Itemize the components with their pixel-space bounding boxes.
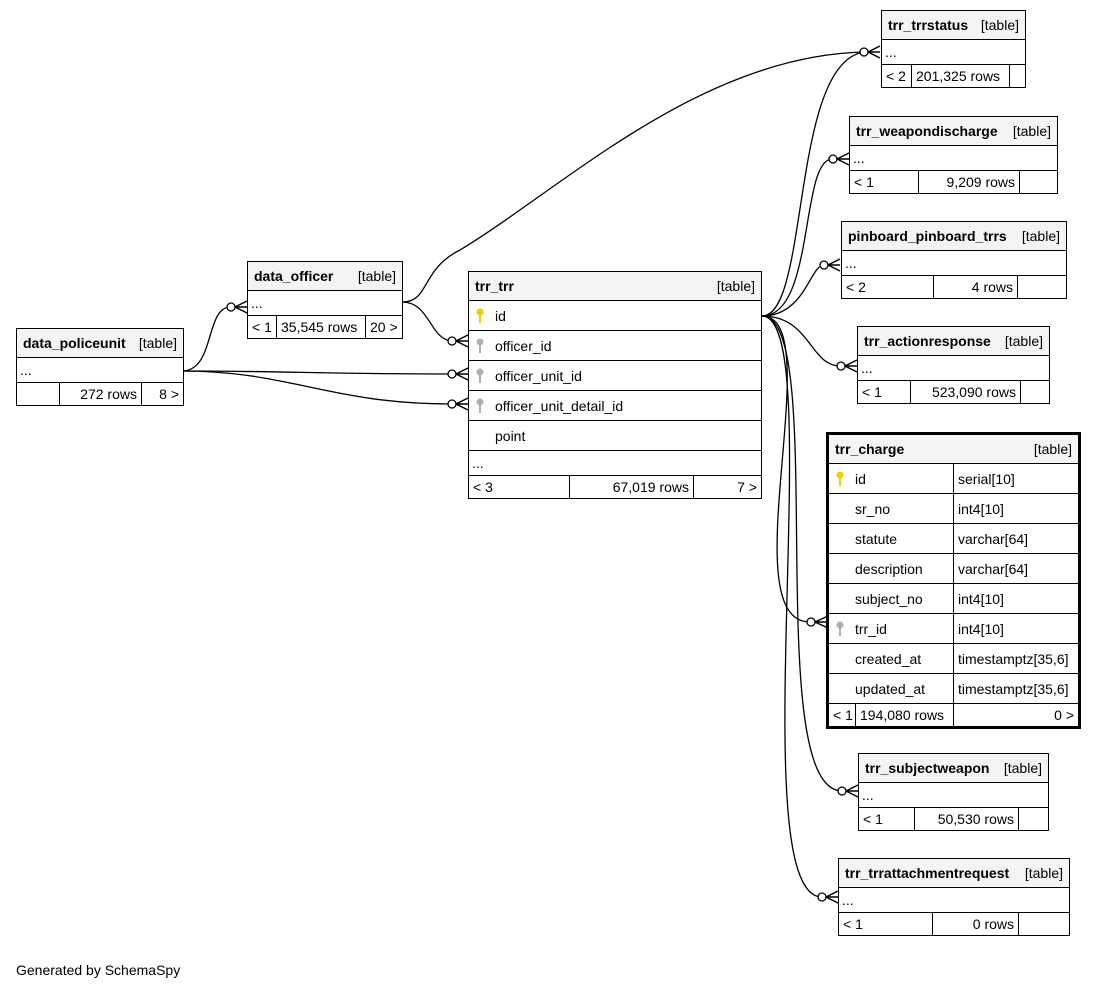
ellipsis-row: ... [842,251,1066,276]
table-header: trr_trrstatus[table] [882,11,1025,40]
table-header: data_officer[table] [248,262,402,291]
foreign-key-icon [469,368,491,384]
table-header: trr_trrattachmentrequest[table] [839,859,1069,888]
ellipsis-row: ... [850,146,1057,171]
column-row: officer_unit_id [469,361,761,391]
foreign-key-icon [469,338,491,354]
table-header: trr_charge[table] [829,435,1078,464]
table-header: trr_subjectweapon[table] [859,754,1048,783]
generated-by-credit: Generated by SchemaSpy [16,962,181,978]
column-row: officer_id [469,331,761,361]
table-header: trr_trr[table] [469,272,761,301]
table-header: trr_actionresponse[table] [858,327,1049,356]
ellipsis-row: ... [17,358,183,383]
ellipsis-row: ... [469,451,761,476]
primary-key-icon [469,308,491,324]
column-row: officer_unit_detail_id [469,391,761,421]
ellipsis-row: ... [882,40,1025,65]
table-header: pinboard_pinboard_trrs[table] [842,222,1066,251]
ellipsis-row: ... [839,888,1069,913]
foreign-key-icon [469,398,491,414]
ellipsis-row: ... [858,356,1049,381]
primary-key-icon [829,471,851,487]
ellipsis-row: ... [859,783,1048,808]
ellipsis-row: ... [248,291,402,316]
table-trr-trr[interactable]: trr_trr[table] id officer_id officer_uni… [468,271,762,499]
table-header: trr_weapondischarge[table] [850,117,1057,146]
table-header: data_policeunit[table] [17,329,183,358]
foreign-key-icon [829,621,851,637]
column-row: id [469,301,761,331]
column-row: point [469,421,761,451]
